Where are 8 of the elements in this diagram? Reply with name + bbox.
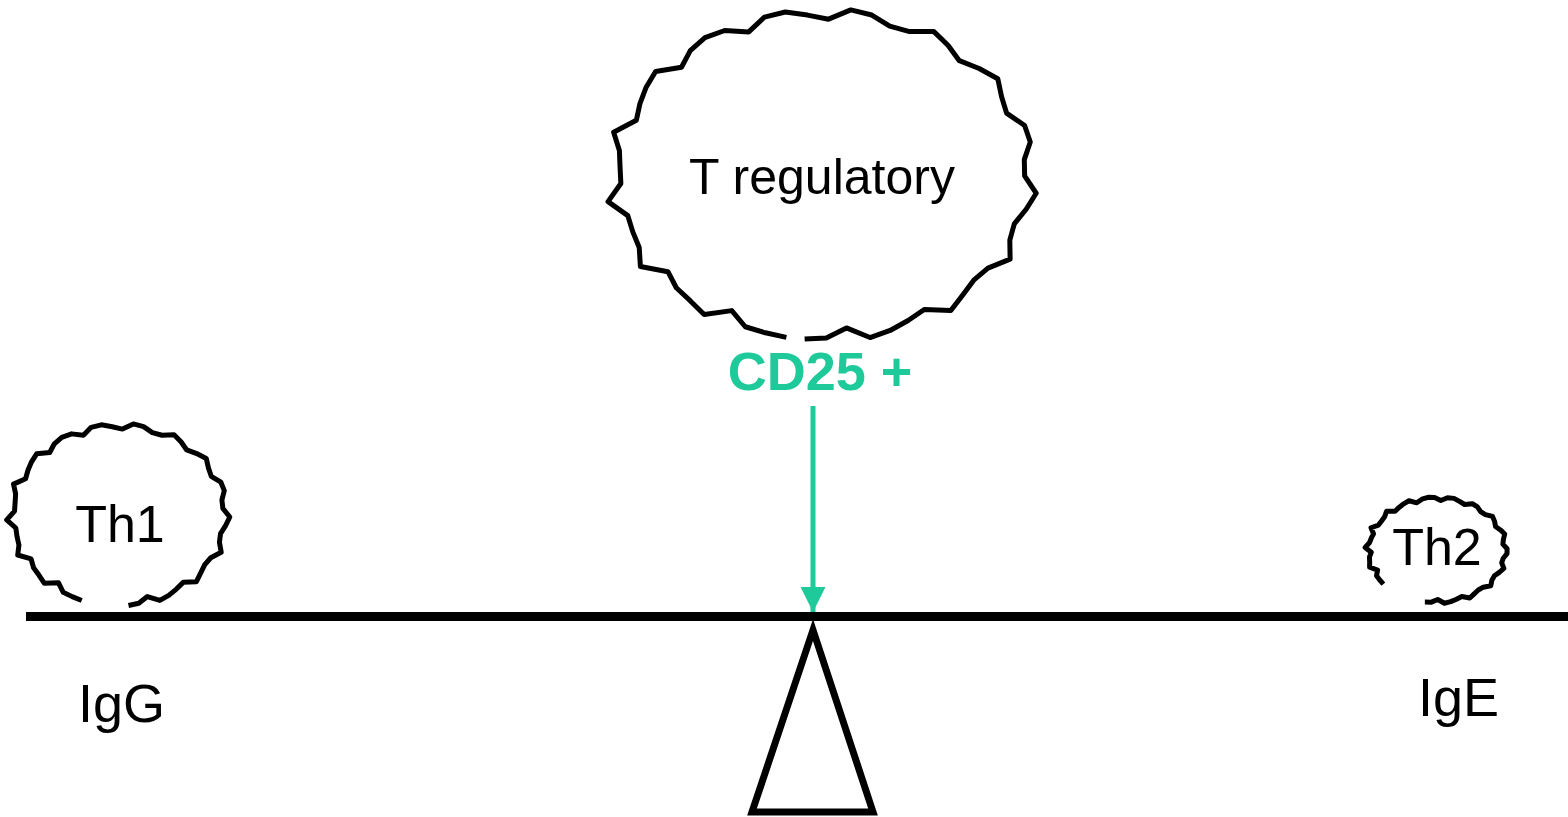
cell-name: T regulatory xyxy=(688,150,956,205)
cell-name: Th2 xyxy=(1391,519,1483,577)
seesaw-beam xyxy=(26,612,1568,621)
antibody-label: IgE xyxy=(1418,666,1500,728)
antibody-label: IgG xyxy=(78,672,166,734)
marker-label: CD25 + xyxy=(700,340,940,406)
arrow xyxy=(800,406,826,612)
cell-name: Th1 xyxy=(74,496,166,554)
